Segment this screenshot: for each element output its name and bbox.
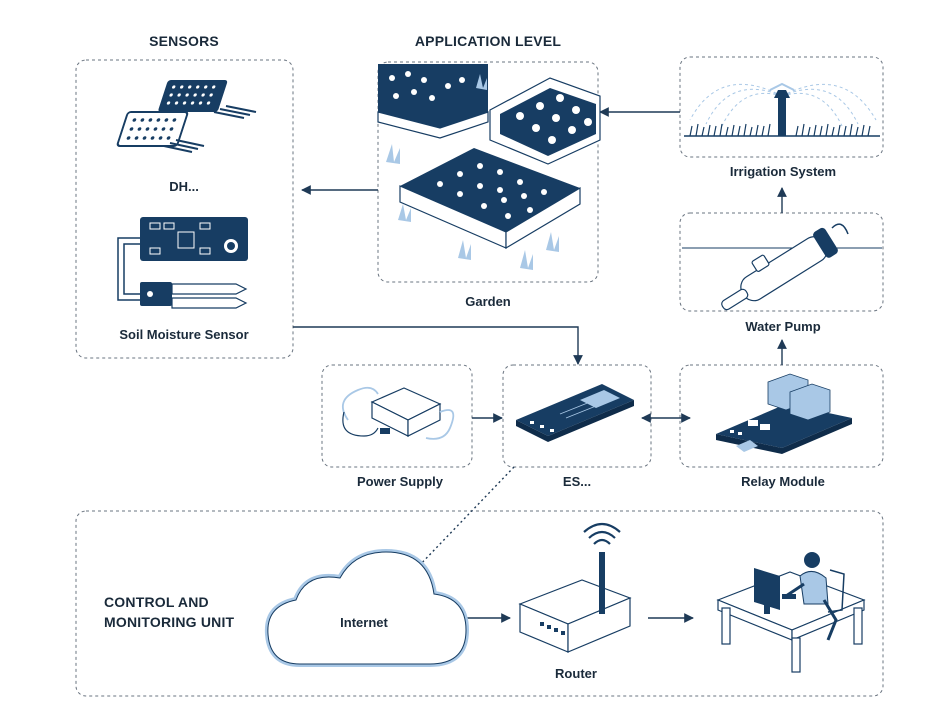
water-pump-icon (682, 223, 882, 311)
control-unit-header-line1: CONTROL AND (104, 594, 209, 610)
cloud-icon: Internet (264, 548, 470, 667)
router-icon (518, 522, 632, 653)
link-esp-to-internet (414, 466, 515, 571)
soil-moisture-sensor-icon (117, 217, 248, 309)
arrow-sensors-to-esp (293, 326, 583, 365)
power-adapter-icon (341, 386, 455, 440)
soil-moisture-label: Soil Moisture Sensor (119, 327, 248, 342)
dht-label: DH... (169, 179, 199, 194)
operator-at-desk-icon (716, 552, 866, 673)
garden-beds-icon (377, 64, 601, 270)
dht-sensor-icon (116, 80, 257, 153)
esp-label: ES... (563, 474, 591, 489)
garden-label: Garden (465, 294, 511, 309)
control-unit-header-line2: MONITORING UNIT (104, 614, 235, 630)
router-label: Router (555, 666, 597, 681)
internet-label: Internet (340, 615, 388, 630)
water-pump-label: Water Pump (745, 319, 820, 334)
relay-module-label: Relay Module (741, 474, 825, 489)
irrigation-label: Irrigation System (730, 164, 836, 179)
power-supply-label: Power Supply (357, 474, 444, 489)
microcontroller-board-icon (516, 384, 634, 442)
sprinkler-icon (684, 82, 880, 137)
application-level-header: APPLICATION LEVEL (415, 33, 562, 49)
sensors-header: SENSORS (149, 33, 219, 49)
relay-module-icon (716, 373, 852, 454)
